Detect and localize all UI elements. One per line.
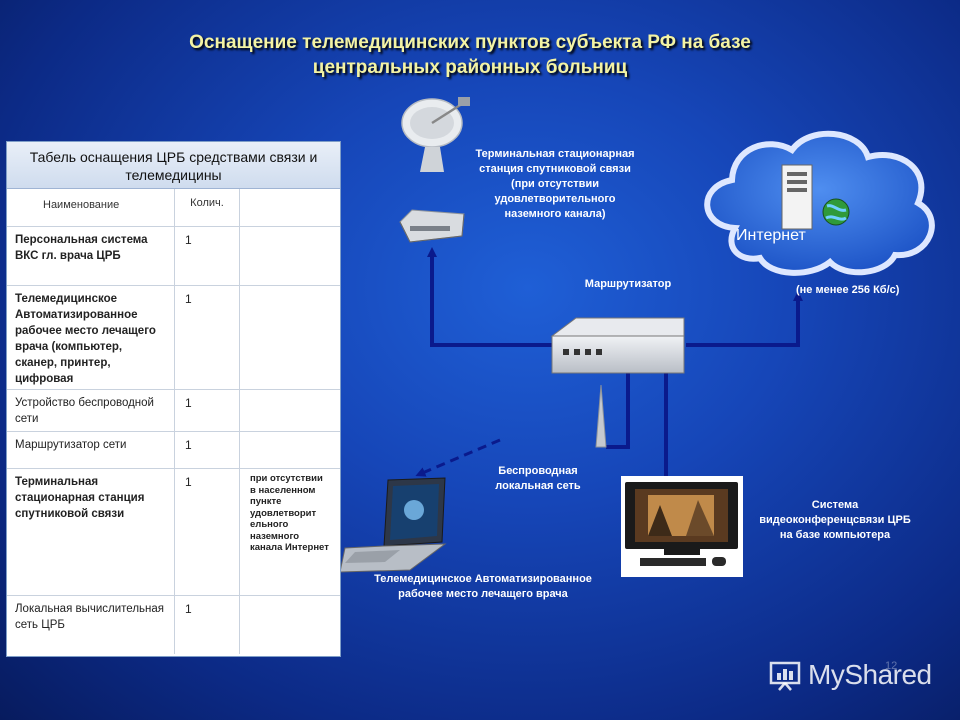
row-name: Устройство беспроводной сети [7,390,175,431]
wireless-label: Беспроводная локальная сеть [495,465,581,492]
line-router-satellite [427,247,552,347]
videoconference-computer-icon [621,476,743,577]
watermark-text: MyShared [808,659,932,690]
row-name: Локальная вычислительная сеть ЦРБ [7,596,175,654]
column-name-header: Наименование [7,189,175,226]
laptop-icon [339,477,447,573]
column-qty-header: Колич. [175,189,240,226]
table-row: Телемедицинское Автоматизированное рабоч… [7,286,340,390]
router-label: Маршрутизатор [584,278,672,290]
row-qty: 1 [175,227,240,285]
row-note [240,432,340,468]
row-name: Маршрутизатор сети [7,432,175,468]
watermark: MyShared [768,655,932,695]
row-note: при отсутствии в населенном пункте удовл… [250,473,329,553]
table-row: Терминальная стационарная станция спутни… [7,469,340,596]
row-name: Персональная система ВКС гл. врача ЦРБ [7,227,175,285]
column-note-header [240,189,340,226]
line-router-antenna [606,373,630,449]
row-qty: 1 [175,390,240,431]
satellite-label: Терминальная стационарная станция спутни… [475,148,635,220]
row-qty: 1 [175,596,240,654]
table-heading: Табель оснащения ЦРБ средствами связи и … [7,142,340,189]
table-row: Маршрутизатор сети 1 [7,432,340,469]
workstation-label: Телемедицинское Автоматизированное рабоч… [374,573,592,600]
table-row: Устройство беспроводной сети 1 [7,390,340,432]
row-qty: 1 [175,286,240,389]
row-qty: 1 [175,432,240,468]
row-name: Телемедицинское Автоматизированное рабоч… [7,286,175,389]
table-row: Персональная система ВКС гл. врача ЦРБ 1 [7,227,340,286]
satellite-modem-icon [399,209,465,243]
page-number: 12 [885,660,898,672]
presentation-icon [769,661,801,691]
title-line-2: центральных районных больниц [312,57,628,78]
line-router-internet [686,291,803,347]
vks-label: Системa видеоконференцсвязи ЦРБ на базе … [759,499,911,541]
router-icon [550,317,685,374]
row-note [240,596,340,654]
internet-label: Интернет [736,227,806,244]
table-row: Локальная вычислительная сеть ЦРБ 1 [7,596,340,654]
row-note [240,227,340,285]
table-header-row: Наименование Колич. [7,189,340,227]
satellite-dish-icon [401,97,470,172]
bandwidth-label: (не менее 256 Кб/с) [796,284,900,296]
row-note [240,390,340,431]
slide-title: Оснащение телемедицинских пунктов субъек… [0,30,940,80]
row-qty: 1 [175,469,240,595]
row-name: Терминальная стационарная станция спутни… [7,469,175,595]
internet-cloud-icon [704,130,935,276]
wireless-antenna-icon [595,384,607,448]
title-line-1: Оснащение телемедицинских пунктов субъек… [189,32,751,53]
connector-lines [427,247,803,476]
equipment-table: Табель оснащения ЦРБ средствами связи и … [6,141,341,657]
row-note [240,286,340,389]
